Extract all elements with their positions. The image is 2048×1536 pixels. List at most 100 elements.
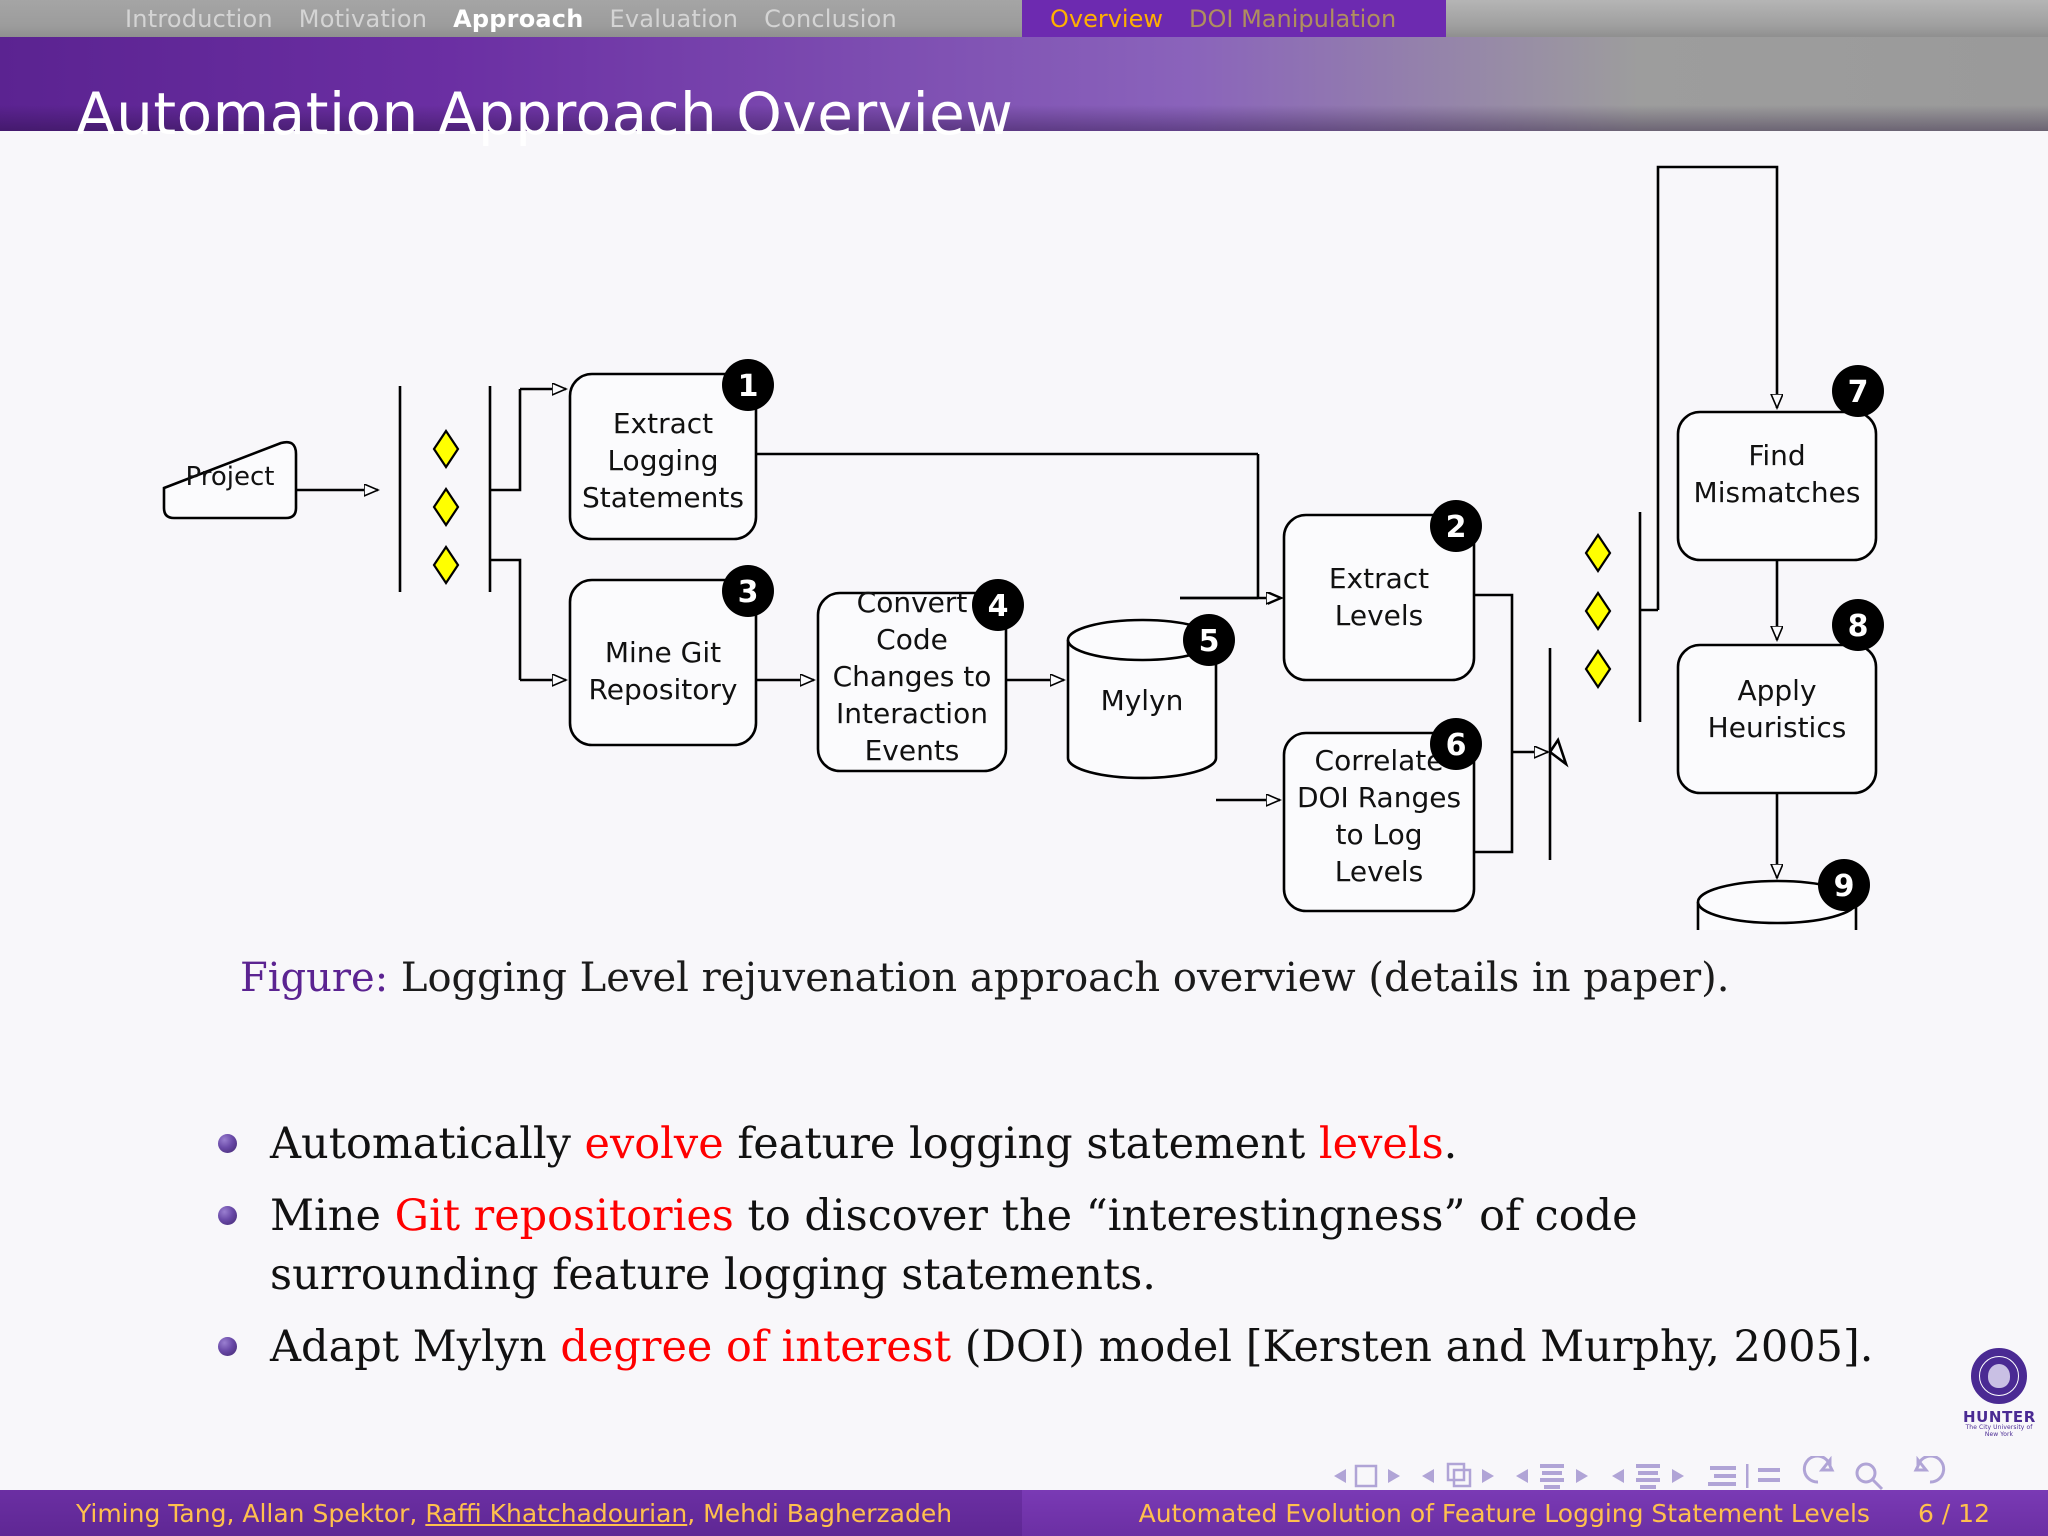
subsection-nav: Overview DOI Manipulation xyxy=(1022,0,1446,37)
step-badges: 1 3 4 5 2 6 7 8 9 xyxy=(722,359,1884,911)
svg-text:Mismatches: Mismatches xyxy=(1694,476,1861,509)
bullet-dot-icon xyxy=(218,1134,237,1153)
prev-subsection-icon xyxy=(1422,1469,1434,1483)
footer-authors: Yiming Tang, Allan Spektor, Raffi Khatch… xyxy=(76,1498,953,1528)
svg-text:5: 5 xyxy=(1199,624,1220,659)
svg-text:2: 2 xyxy=(1446,510,1467,545)
label-extract-logging-statements: Extract xyxy=(613,407,713,440)
nav-section-approach[interactable]: Approach xyxy=(453,4,584,33)
list-item: Mine Git repositories to discover the “i… xyxy=(212,1187,1912,1304)
svg-text:6: 6 xyxy=(1446,728,1467,763)
svg-text:Interaction: Interaction xyxy=(836,697,988,730)
svg-text:to Log: to Log xyxy=(1335,818,1422,851)
section-nav: Introduction Motivation Approach Evaluat… xyxy=(0,0,1022,37)
nav-section-evaluation[interactable]: Evaluation xyxy=(609,4,739,33)
label-find-mismatches: Find xyxy=(1748,439,1805,472)
list-item: Automatically evolve feature logging sta… xyxy=(212,1115,1912,1173)
forward-icon xyxy=(1913,1456,1946,1484)
logo-wordmark: HUNTER xyxy=(1963,1408,2036,1426)
decision-diamond xyxy=(1584,649,1612,689)
section-icon xyxy=(1540,1464,1564,1489)
badge-8: 8 xyxy=(1832,599,1884,651)
svg-text:3: 3 xyxy=(738,575,759,610)
bullet-dot-icon xyxy=(218,1206,237,1226)
svg-text:Statements: Statements xyxy=(582,481,744,514)
nav-subsection-overview[interactable]: Overview xyxy=(1050,4,1163,33)
label-extract-levels: Extract xyxy=(1329,562,1429,595)
decision-diamond xyxy=(1584,591,1612,631)
nav-divider xyxy=(1746,1464,1749,1488)
svg-text:Repository: Repository xyxy=(589,673,738,706)
next-frame-icon xyxy=(1388,1469,1400,1483)
footer-bar: Yiming Tang, Allan Spektor, Raffi Khatch… xyxy=(0,1490,2048,1536)
svg-text:7: 7 xyxy=(1848,375,1869,410)
hunter-college-logo: HUNTER The City University of New York xyxy=(1963,1348,2036,1438)
badge-1: 1 xyxy=(722,359,774,411)
svg-text:Heuristics: Heuristics xyxy=(1708,711,1847,744)
badge-2: 2 xyxy=(1430,500,1482,552)
nav-filler xyxy=(1446,0,2048,37)
nav-section-introduction[interactable]: Introduction xyxy=(125,4,273,33)
next-part-icon xyxy=(1672,1469,1684,1483)
hunter-seal-icon xyxy=(1971,1348,2027,1404)
nav-subsection-doi-manipulation[interactable]: DOI Manipulation xyxy=(1189,4,1397,33)
title-bar-shade xyxy=(0,105,2048,131)
label-apply-heuristics: Apply xyxy=(1737,674,1816,707)
svg-text:9: 9 xyxy=(1834,869,1855,904)
badge-9: 9 xyxy=(1818,859,1870,911)
node-convert-code-changes xyxy=(816,591,1008,773)
node-extract-logging-statements xyxy=(568,372,758,541)
svg-text:1: 1 xyxy=(738,369,759,404)
badge-6: 6 xyxy=(1430,718,1482,770)
nav-section-motivation[interactable]: Motivation xyxy=(298,4,428,33)
approach-diagram: Project Extract Logging Statements Mine … xyxy=(162,165,1884,930)
figure-caption-text: Logging Level rejuvenation approach over… xyxy=(400,955,1730,1001)
navigation-bar: Introduction Motivation Approach Evaluat… xyxy=(0,0,2048,37)
label-correlate-doi: Correlate xyxy=(1315,744,1444,777)
prev-part-icon xyxy=(1612,1469,1624,1483)
next-subsection-icon xyxy=(1482,1469,1494,1483)
node-extract-levels xyxy=(1282,513,1476,682)
svg-text:Code: Code xyxy=(876,623,948,656)
svg-text:Changes to: Changes to xyxy=(833,660,992,693)
last-slide-icon xyxy=(1758,1468,1780,1482)
bullet-text-2: Adapt Mylyn degree of interest (DOI) mod… xyxy=(270,1322,1874,1373)
svg-text:DOI Ranges: DOI Ranges xyxy=(1297,781,1461,814)
svg-text:Levels: Levels xyxy=(1335,599,1424,632)
svg-text:4: 4 xyxy=(988,589,1009,624)
label-project: Project xyxy=(186,462,275,492)
title-bar: Automation Approach Overview xyxy=(0,37,2048,148)
decision-diamond xyxy=(432,545,460,585)
logo-tagline: The City University of New York xyxy=(1965,1424,2033,1438)
bullet-text-1: Mine Git repositories to discover the “i… xyxy=(270,1191,1638,1300)
footer-authors-section: Yiming Tang, Allan Spektor, Raffi Khatch… xyxy=(0,1490,1022,1536)
badge-5: 5 xyxy=(1183,614,1235,666)
label-mine-git-repository: Mine Git xyxy=(605,636,721,669)
footer-title-section: Automated Evolution of Feature Logging S… xyxy=(1022,1490,2048,1536)
node-project xyxy=(162,440,298,520)
bullet-dot-icon xyxy=(218,1337,237,1357)
node-correlate-doi-ranges xyxy=(1282,731,1476,913)
page-title: Automation Approach Overview xyxy=(76,80,1014,148)
nav-section-conclusion[interactable]: Conclusion xyxy=(764,4,897,33)
label-mylyn: Mylyn xyxy=(1101,684,1184,717)
prev-frame-icon xyxy=(1334,1469,1346,1483)
decision-diamond xyxy=(1584,533,1612,573)
node-labels: Project Extract Logging Statements Mine … xyxy=(186,407,1861,930)
next-section-icon xyxy=(1576,1469,1588,1483)
search-icon xyxy=(1855,1462,1877,1484)
footer-presenter: Raffi Khatchadourian xyxy=(425,1498,688,1528)
bullet-list: Automatically evolve feature logging sta… xyxy=(212,1115,1912,1391)
back-icon xyxy=(1802,1456,1835,1484)
badge-7: 7 xyxy=(1832,365,1884,417)
svg-text:Levels: Levels xyxy=(1335,855,1424,888)
list-item: Adapt Mylyn degree of interest (DOI) mod… xyxy=(212,1318,1912,1376)
seal-inner-ring xyxy=(1979,1356,2019,1396)
footer-talk-title: Automated Evolution of Feature Logging S… xyxy=(1138,1498,1870,1528)
decision-diamond xyxy=(432,429,460,469)
figure-caption: Figure: Logging Level rejuvenation appro… xyxy=(240,955,1729,1001)
svg-text:Events: Events xyxy=(865,734,960,767)
part-icon xyxy=(1636,1464,1660,1489)
svg-text:8: 8 xyxy=(1848,609,1869,644)
first-slide-icon xyxy=(1708,1466,1736,1486)
